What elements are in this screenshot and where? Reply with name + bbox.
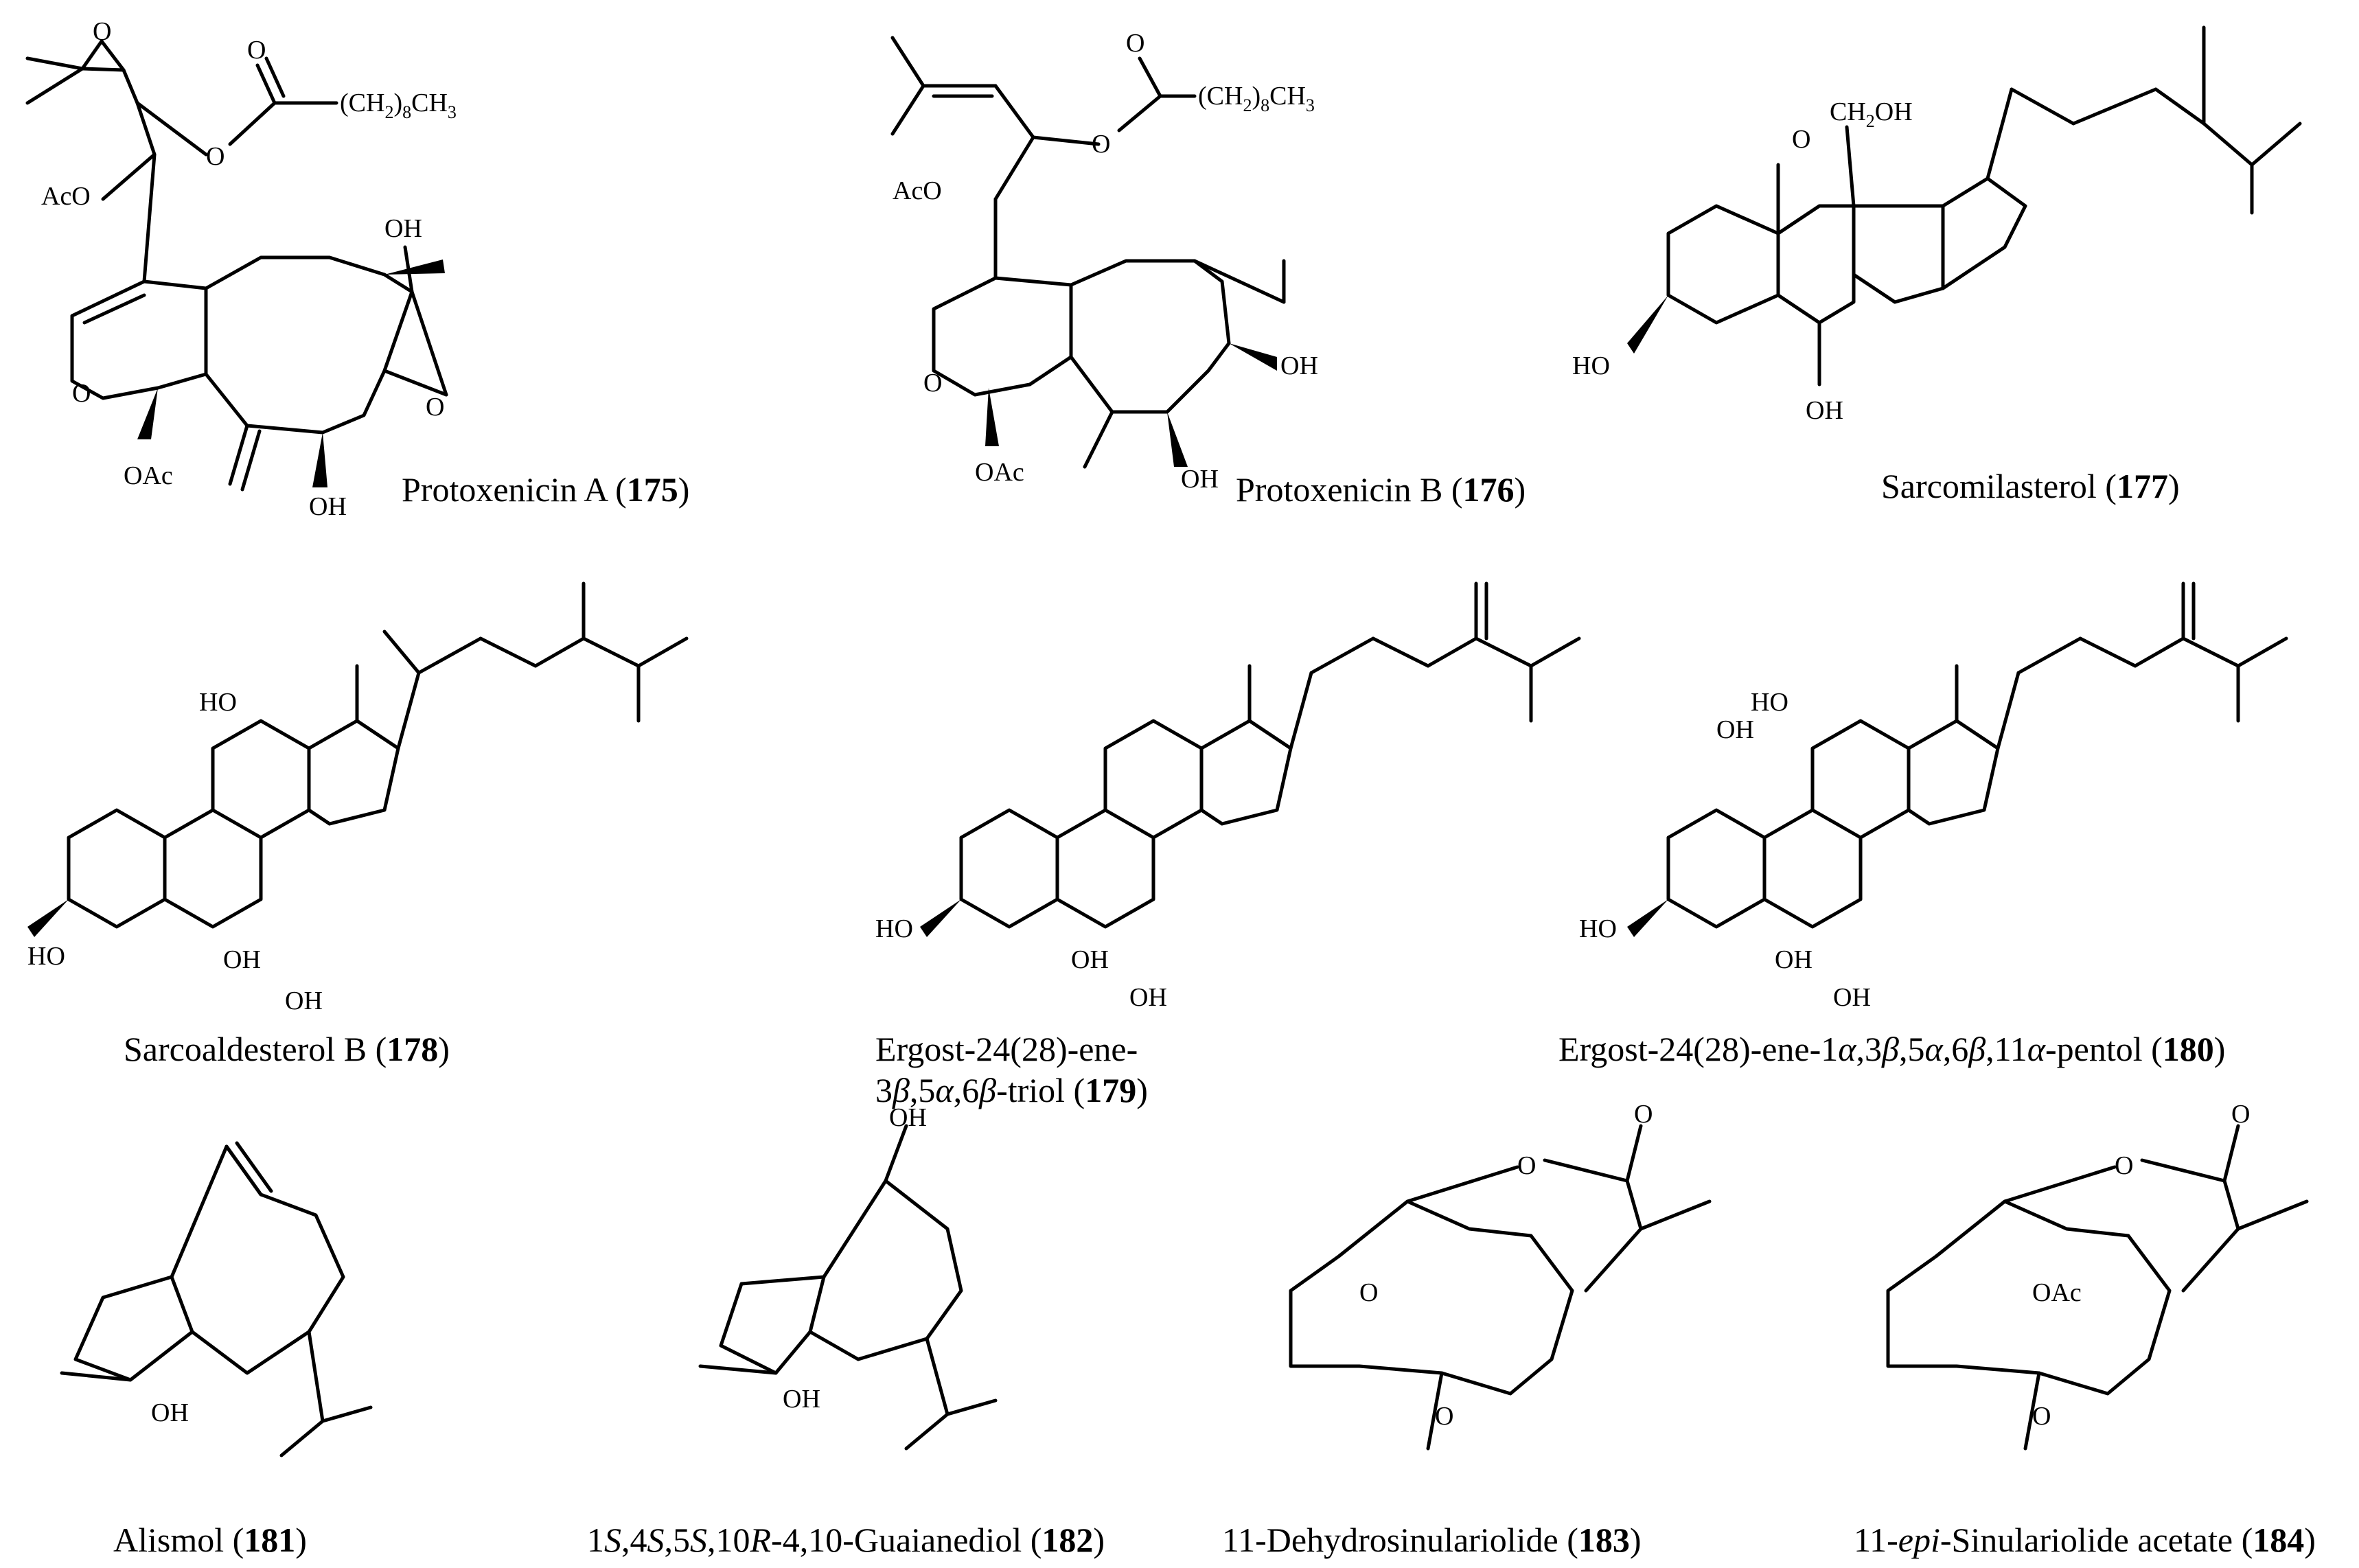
atom-oac-bottom: OAc <box>124 461 173 490</box>
caption-178: Sarcoaldesterol B (178) <box>124 1030 450 1068</box>
atom-oh-177: OH <box>1806 396 1843 425</box>
atom-oh-178a: OH <box>223 945 261 974</box>
caption-177: Sarcomilasterol (177) <box>1881 467 2180 505</box>
structure-181: OH Alismol (181) <box>60 1141 373 1559</box>
atom-o-ketone-177: O <box>1792 125 1810 154</box>
structure-182: OH OH 1S,4S,5S,10R-4,10-Guaianediol (182… <box>587 1103 1105 1559</box>
atom-oh-179a: OH <box>1071 945 1109 974</box>
atom-oh-181: OH <box>151 1398 189 1427</box>
structure-177: CH2OH O HO OH Sarcomilasterol (177) <box>1572 25 2302 505</box>
atom-o-epoxide2: O <box>426 393 444 422</box>
caption-180: Ergost-24(28)-ene-1α,3β,5α,6β,11α-pentol… <box>1558 1030 2225 1068</box>
structure-176: O O (CH2)8CH3 AcO O OAc OH OH Protoxenic… <box>890 29 1526 509</box>
atom-o-ester: O <box>206 142 225 171</box>
atom-o-epoxide-184: O <box>2032 1402 2051 1431</box>
atom-oh-top: OH <box>384 214 422 243</box>
chain-label-176: (CH2)8CH3 <box>1198 82 1315 115</box>
structure-183: O O O O 11-Dehydrosinulariolide (183) <box>1222 1100 1712 1559</box>
atom-oh-179b: OH <box>1129 983 1167 1012</box>
chain-label: (CH2)8CH3 <box>340 89 457 122</box>
atom-ho-179: HO <box>875 914 913 943</box>
structure-178: HO HO OH OH Sarcoaldesterol B (178) <box>27 581 689 1068</box>
atom-aco: AcO <box>41 182 91 211</box>
caption-175: Protoxenicin A (175) <box>402 470 689 509</box>
caption-184: 11-epi-Sinulariolide acetate (184) <box>1854 1521 2316 1559</box>
atom-oh-176a: OH <box>1280 351 1318 380</box>
atom-ho-178a: HO <box>199 688 237 717</box>
caption-181: Alismol (181) <box>113 1521 307 1559</box>
atom-oh-178b: OH <box>285 987 323 1015</box>
atom-o-ester-183: O <box>1517 1151 1536 1180</box>
atom-o-carbonyl-183: O <box>1634 1100 1653 1129</box>
caption-176: Protoxenicin B (176) <box>1236 470 1526 509</box>
atom-oh-180c: OH <box>1833 983 1871 1012</box>
atom-oh-bottom: OH <box>309 492 347 521</box>
atom-ho-180a: HO <box>1751 688 1788 717</box>
atom-o-ketone-183: O <box>1359 1278 1378 1307</box>
caption-179-line2: 3β,5α,6β-triol (179) <box>875 1071 1148 1109</box>
atom-ho-178b: HO <box>27 942 65 971</box>
structure-180: HO OH HO OH OH Ergost-24(28)-ene-1α,3β,5… <box>1558 581 2288 1068</box>
atom-ch2oh-177: CH2OH <box>1830 97 1913 131</box>
atom-o-ring-176: O <box>923 369 942 397</box>
atom-o-carbonyl: O <box>247 36 266 65</box>
atom-oac-176: OAc <box>975 458 1024 487</box>
atom-o-ester-184: O <box>2115 1151 2133 1180</box>
atom-o-epoxide: O <box>93 17 111 46</box>
atom-oac-184: OAc <box>2032 1278 2082 1307</box>
atom-o-ester-176: O <box>1092 130 1110 159</box>
caption-182: 1S,4S,5S,10R-4,10-Guaianediol (182) <box>587 1521 1105 1559</box>
structure-175: O O O (CH2)8CH3 AcO O OAc O OH OH Protox <box>25 17 689 521</box>
caption-183: 11-Dehydrosinulariolide (183) <box>1222 1521 1642 1559</box>
atom-oh-180b: OH <box>1775 945 1813 974</box>
atom-o-carbonyl-184: O <box>2231 1100 2250 1129</box>
atom-aco-176: AcO <box>893 176 942 205</box>
structure-179: HO OH OH Ergost-24(28)-ene- 3β,5α,6β-tri… <box>875 581 1581 1109</box>
caption-179-line1: Ergost-24(28)-ene- <box>875 1030 1138 1068</box>
atom-o-ring: O <box>72 379 91 408</box>
atom-oh-180a: OH <box>1716 715 1754 744</box>
atom-ho-180b: HO <box>1579 914 1617 943</box>
atom-oh-182a: OH <box>889 1103 927 1132</box>
atom-o-epoxide-183: O <box>1435 1402 1453 1431</box>
atom-oh-182b: OH <box>783 1385 820 1414</box>
atom-oh-176b: OH <box>1181 465 1219 494</box>
structure-184: O O O OAc 11-epi-Sinulariolide acetate (… <box>1854 1100 2316 1559</box>
atom-o-carbonyl-176: O <box>1126 29 1144 58</box>
atom-ho-177: HO <box>1572 351 1610 380</box>
